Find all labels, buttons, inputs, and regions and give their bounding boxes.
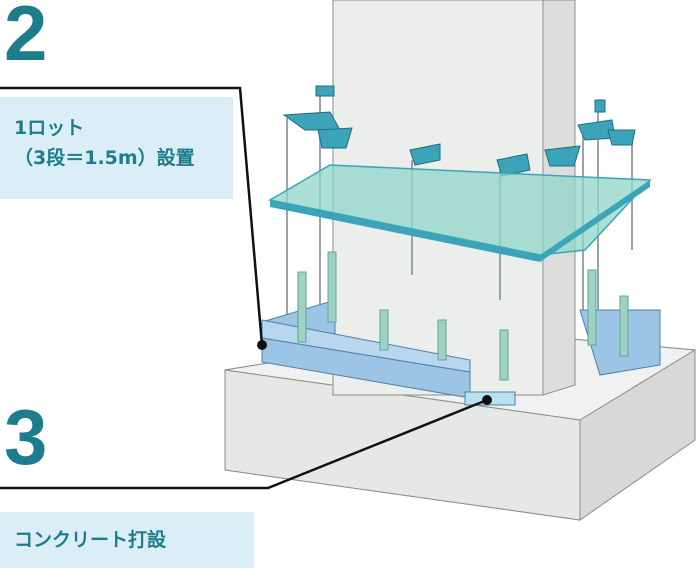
step-2-line-2: （3段＝1.5m）設置 (14, 147, 195, 170)
work-platform (267, 164, 652, 262)
leader-dot-step2 (257, 340, 267, 350)
rebar-uprights (297, 251, 629, 381)
step-2-callout: 1ロット （3段＝1.5m）設置 (0, 97, 233, 199)
step-number-2: 2 (4, 0, 48, 77)
step-3-line-1: コンクリート打設 (14, 529, 167, 551)
brackets (282, 85, 636, 177)
leader-dot-step3 (482, 395, 492, 405)
step-2-line-1: 1ロット (14, 117, 85, 139)
step-number-3: 3 (4, 393, 48, 481)
step-3-callout: コンクリート打設 (0, 512, 254, 568)
leader-lines (0, 86, 488, 490)
